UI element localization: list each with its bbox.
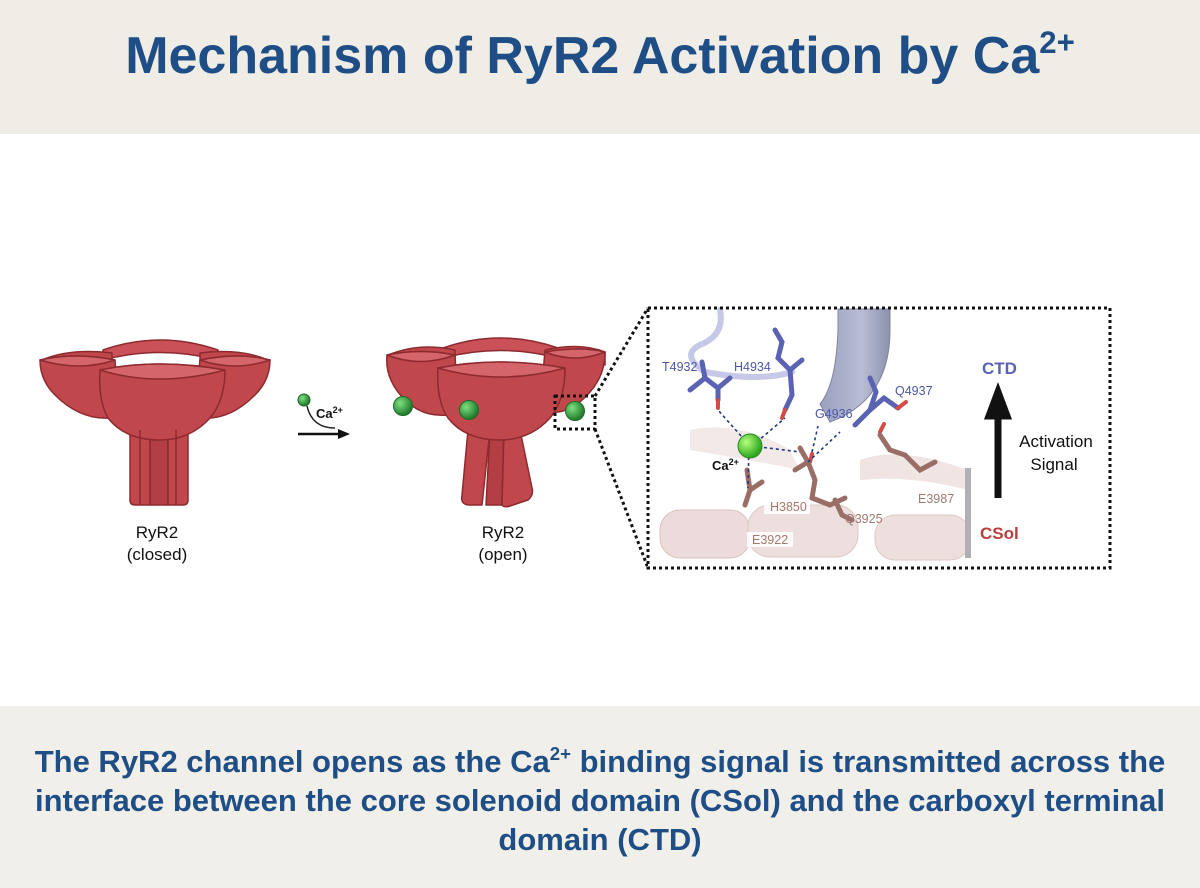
open-label-line2: (open) (478, 545, 527, 564)
residue-label-h4934: H4934 (734, 360, 771, 374)
residue-label-e3922: E3922 (752, 533, 788, 547)
ctd-helix (819, 308, 891, 423)
residue-label-q4937: Q4937 (895, 384, 933, 398)
inset-ion-label: Ca (712, 458, 729, 473)
svg-text:Ca2+: Ca2+ (712, 457, 739, 473)
residue-label-e3987: E3987 (918, 492, 954, 506)
ryr2-open-channel (385, 337, 606, 508)
activation-signal-line2: Signal (1030, 455, 1077, 474)
csol-label: CSol (980, 524, 1019, 543)
residue-label-t4932: T4932 (662, 360, 697, 374)
title-text: Mechanism of RyR2 Activation by Ca (125, 27, 1040, 85)
bound-calcium-ion (565, 401, 585, 421)
title-superscript: 2+ (1039, 25, 1075, 61)
closed-label-line2: (closed) (127, 545, 187, 564)
bound-calcium-ion (459, 400, 479, 420)
calcium-ion-small (297, 393, 311, 407)
caption-part2: binding signal is transmitted across the… (34, 744, 1166, 857)
zoom-connector-bottom (593, 428, 650, 569)
inset-ion-sup: 2+ (729, 457, 739, 467)
inset-border (646, 306, 1112, 570)
caption-banner (0, 706, 1200, 888)
open-label-line1: RyR2 (482, 523, 525, 542)
residue-label-q3925: Q3925 (845, 512, 883, 526)
zoom-connector-top (593, 307, 650, 397)
activation-signal-arrow (983, 382, 1013, 498)
caption-text: The RyR2 channel opens as the Ca2+ bindi… (30, 742, 1170, 859)
svg-text:Ca2+: Ca2+ (316, 405, 343, 421)
oxygen-atoms (716, 398, 908, 464)
mechanism-diagram: RyR2 (closed) Ca2+ RyR2 (open) (39, 306, 1112, 570)
closed-label-line1: RyR2 (136, 523, 179, 542)
bound-calcium-ion (393, 396, 413, 416)
csol-residue-sticks (742, 432, 938, 523)
caption-part1: The RyR2 channel opens as the Ca (34, 744, 550, 779)
ctd-label: CTD (982, 359, 1017, 378)
zoom-selection-box (553, 394, 597, 431)
residue-label-g4936: G4936 (815, 407, 853, 421)
arrow-ion-label: Ca (316, 406, 333, 421)
title-banner (0, 0, 1200, 134)
caption-superscript: 2+ (549, 742, 571, 764)
inset-calcium-ion (737, 433, 763, 459)
calcium-binding-arrow: Ca2+ (297, 393, 350, 439)
residue-label-h3850: H3850 (770, 500, 807, 514)
binding-site-inset: Ca2+ T4932 H4934 G4936 Q4937 H3850 E3922… (646, 306, 1112, 570)
page-title: Mechanism of RyR2 Activation by Ca2+ (0, 22, 1200, 90)
ryr2-closed-channel (39, 339, 271, 506)
activation-signal-line1: Activation (1019, 432, 1093, 451)
arrow-ion-sup: 2+ (333, 405, 343, 415)
